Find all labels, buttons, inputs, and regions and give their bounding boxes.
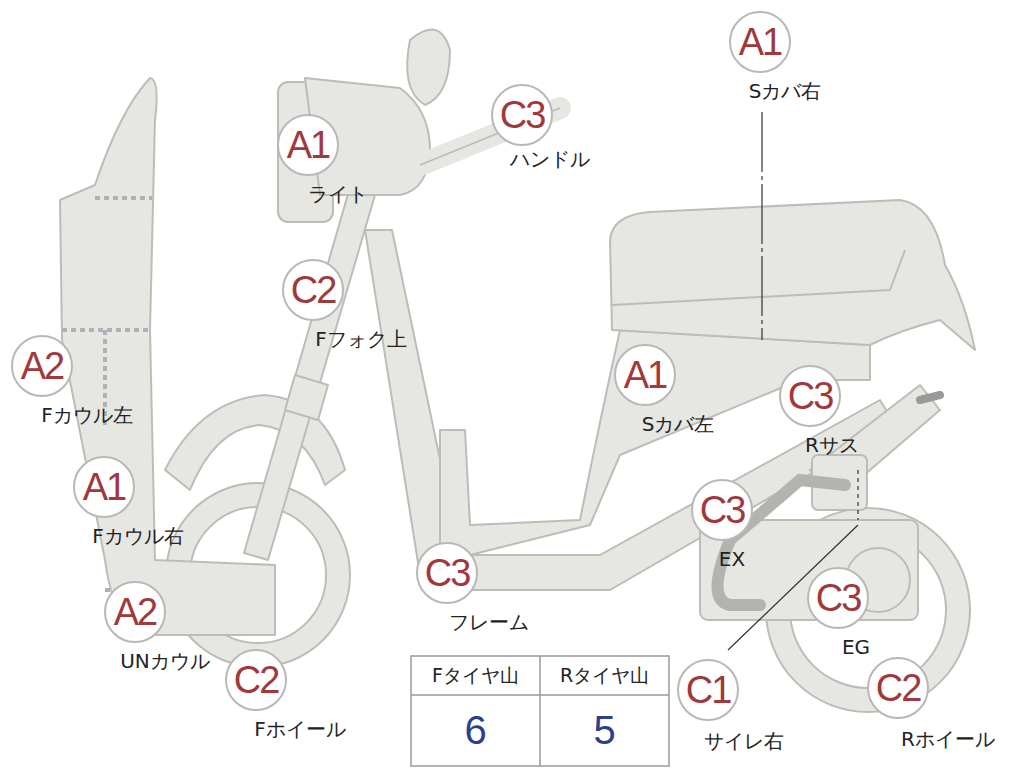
damage-code: C2	[234, 661, 279, 699]
damage-code: C3	[788, 377, 833, 415]
damage-code: A1	[624, 356, 666, 394]
damage-code: C3	[700, 491, 745, 529]
damage-code: C3	[425, 554, 470, 592]
callout-circle: A2	[104, 581, 166, 643]
callout-circle: A1	[729, 11, 791, 73]
damage-code: C3	[500, 96, 545, 134]
part-name: Fカウル右	[92, 525, 184, 547]
callout-circle: C1	[677, 659, 739, 721]
tread-value: 6	[411, 695, 540, 766]
part-name: ライト	[308, 183, 368, 205]
callout-circle: C3	[491, 84, 553, 146]
part-name: Fホイール	[254, 718, 346, 740]
part-name: EX	[719, 548, 745, 570]
callout-circle: C3	[691, 479, 753, 541]
damage-code: C1	[686, 671, 731, 709]
callout-circle: A2	[11, 335, 73, 397]
part-name: Fカウル左	[41, 404, 133, 426]
part-name: ハンドル	[510, 148, 590, 170]
damage-code: C2	[876, 669, 921, 707]
part-name: Rホイール	[901, 728, 995, 750]
callout-circle: C3	[807, 567, 869, 629]
part-name: EG	[842, 636, 870, 658]
table-header: Rタイヤ山	[540, 656, 669, 695]
callout-circle: C2	[225, 649, 287, 711]
table-header: Fタイヤ山	[411, 656, 540, 695]
part-name: サイレ右	[704, 730, 784, 752]
callout-circle: A1	[614, 344, 676, 406]
callout-circle: A1	[277, 114, 339, 176]
damage-code: A1	[83, 468, 125, 506]
callout-circle: C2	[282, 259, 344, 321]
damage-code: A2	[114, 593, 156, 631]
part-name: フレーム	[449, 611, 529, 633]
part-name: Fフォク上	[315, 328, 407, 350]
callout-circle: A1	[73, 456, 135, 518]
part-name: Sカバ左	[642, 413, 715, 435]
damage-code: A1	[739, 23, 781, 61]
part-name: Rサス	[805, 434, 859, 456]
part-name: UNカウル	[120, 650, 210, 672]
callout-circle: C3	[416, 542, 478, 604]
damage-code: A1	[287, 126, 329, 164]
callout-circle: C3	[779, 365, 841, 427]
callout-circle: C2	[867, 657, 929, 719]
damage-code: A2	[21, 347, 63, 385]
part-name: Sカバ右	[749, 80, 822, 102]
tread-value: 5	[540, 695, 669, 766]
damage-code: C3	[816, 579, 861, 617]
damage-code: C2	[291, 271, 336, 309]
